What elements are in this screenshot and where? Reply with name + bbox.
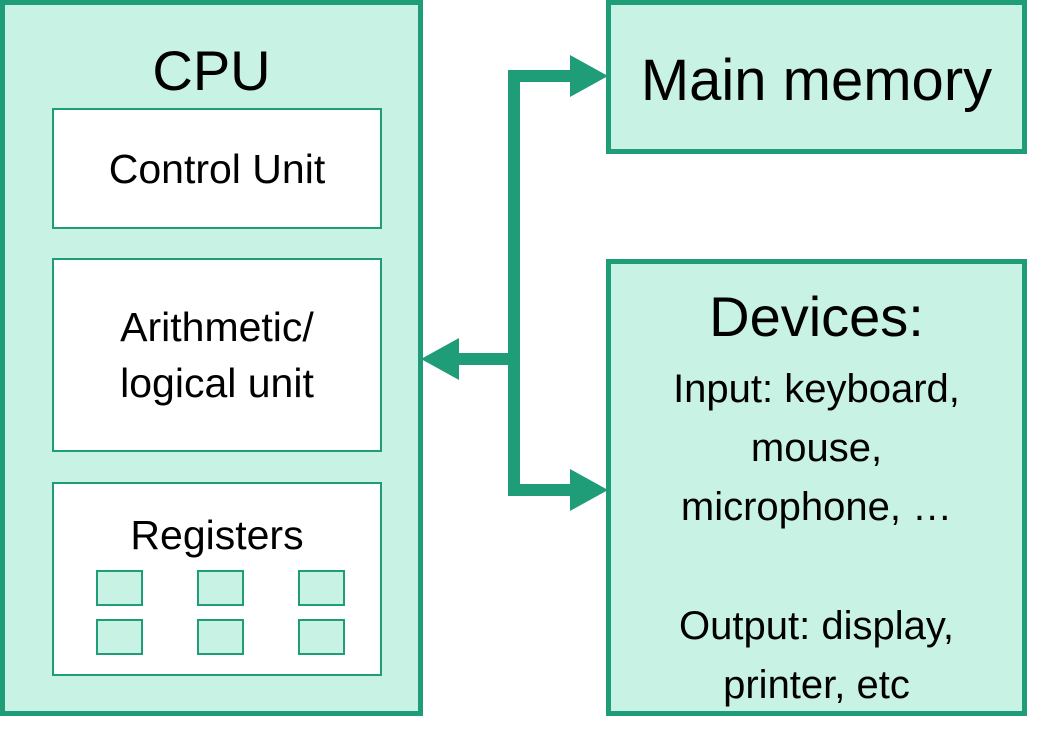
- devices-output-text: Output: display, printer, etc: [679, 604, 954, 707]
- control-unit-label: Control Unit: [108, 145, 326, 192]
- devices-title: Devices:: [709, 285, 924, 348]
- control-unit-box: Control Unit: [52, 108, 382, 229]
- arrow-to-cpu-icon: [421, 338, 459, 380]
- register-cell: [197, 619, 244, 655]
- main-memory-label: Main memory: [640, 48, 993, 113]
- devices-box: Devices: Input: keyboard, mouse, microph…: [606, 259, 1027, 716]
- register-cell: [96, 619, 143, 655]
- bus-line: [508, 70, 572, 496]
- arrow-to-devices-icon: [570, 469, 608, 511]
- alu-label-line2: logical unit: [120, 360, 314, 406]
- alu-box: Arithmetic/ logical unit: [52, 258, 382, 452]
- register-cell: [298, 619, 345, 655]
- main-memory-box: Main memory: [606, 0, 1027, 154]
- devices-input-text: Input: keyboard, mouse, microphone, …: [673, 367, 960, 529]
- alu-label-line1: Arithmetic/: [120, 304, 314, 350]
- cpu-title: CPU: [152, 39, 271, 102]
- register-cell: [298, 570, 345, 606]
- registers-label: Registers: [130, 512, 304, 558]
- register-cell: [96, 570, 143, 606]
- arrow-to-memory-icon: [570, 55, 608, 97]
- register-cell: [197, 570, 244, 606]
- registers-box: Registers: [52, 482, 382, 676]
